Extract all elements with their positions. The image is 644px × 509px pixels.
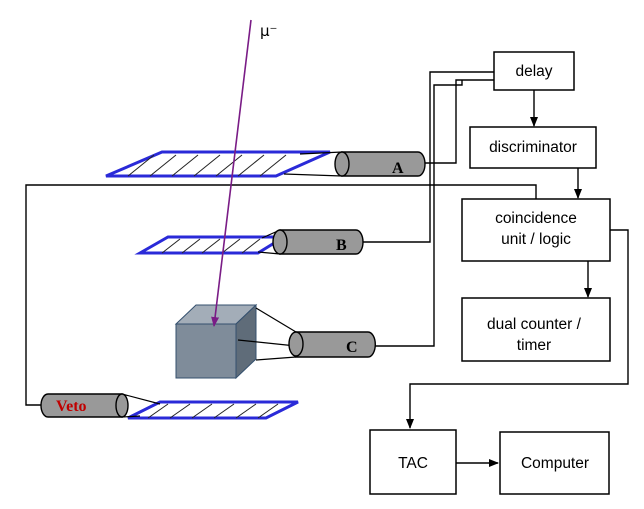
scintillator-paddle-b: [134, 235, 290, 255]
pmt-veto-label: Veto: [56, 398, 87, 415]
pmt-a-label: A: [392, 160, 404, 177]
discriminator-label: discriminator: [489, 139, 577, 156]
delay-box: [493, 51, 575, 91]
pmt-a: [334, 151, 426, 177]
arrow-coincidence-to-tac: [406, 229, 629, 429]
muon-track: [211, 19, 252, 327]
pmt-c-label: C: [346, 339, 358, 356]
discriminator-box: [469, 126, 597, 169]
counter-label-line2: timer: [517, 337, 551, 354]
wire-a-to-delay: [424, 79, 494, 164]
pmt-c: [288, 331, 376, 358]
computer-label: Computer: [521, 455, 589, 472]
computer-box: [499, 431, 610, 495]
light-guide-veto: [121, 393, 161, 418]
tac-box: [369, 429, 457, 495]
counter-label-line1: dual counter /: [487, 316, 582, 333]
muon-label: μ⁻: [260, 22, 277, 40]
light-guide-c: [237, 307, 297, 361]
pmt-b: [272, 229, 364, 255]
delay-label: delay: [515, 63, 552, 80]
pmt-b-label: B: [336, 237, 347, 254]
coincidence-label-line2: unit / logic: [501, 231, 571, 248]
coincidence-label-line1: coincidence: [495, 210, 577, 227]
tac-label: TAC: [398, 455, 428, 472]
coincidence-box: [461, 198, 611, 262]
veto-paddle: [127, 400, 299, 420]
wire-c-to-delay: [374, 80, 463, 347]
scintillator-paddle-a: [105, 150, 331, 178]
absorber-cube: [174, 303, 258, 380]
wire-b-to-delay: [362, 71, 494, 243]
pmt-veto: [40, 393, 129, 418]
light-guide-a: [283, 151, 343, 177]
counter-box: [461, 297, 611, 362]
wire-veto-to-coincidence: [25, 184, 537, 406]
